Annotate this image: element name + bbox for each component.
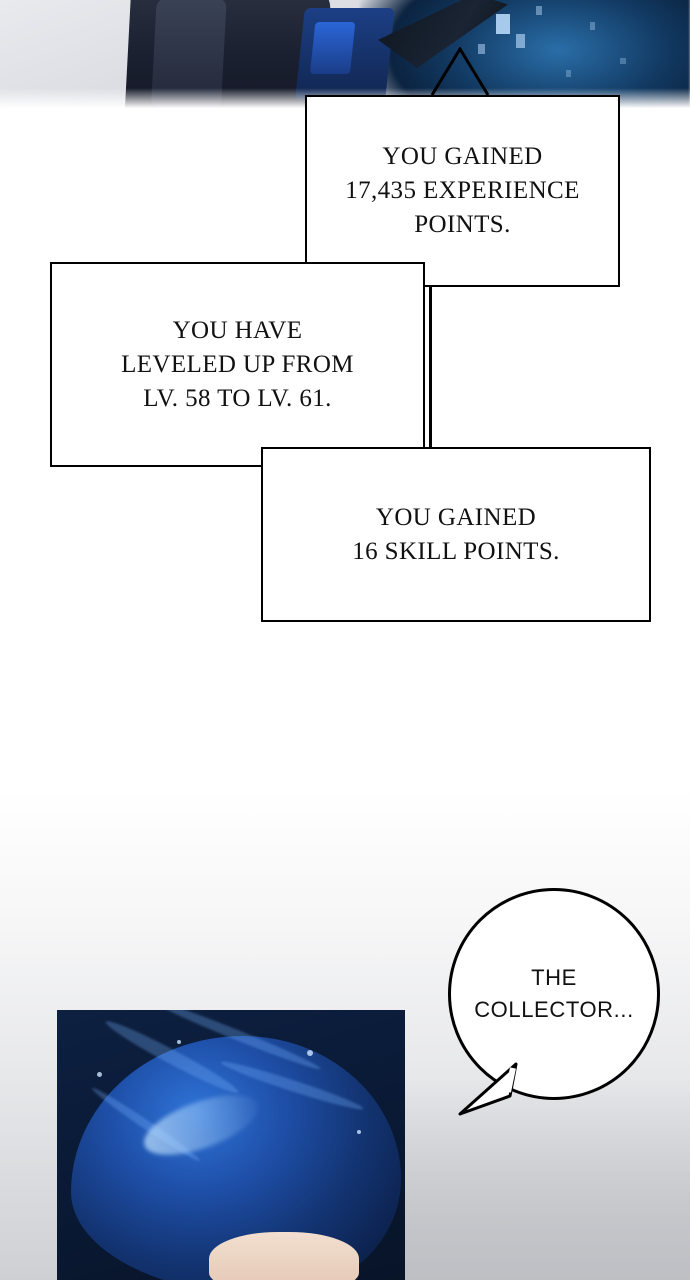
system-message-skill-points-text: YOU GAINED 16 SKILL POINTS. [352, 503, 560, 565]
character-panel [57, 1010, 405, 1280]
top-artwork-panel [0, 0, 690, 110]
box-connector-line [429, 287, 432, 449]
system-message-skill-points: YOU GAINED 16 SKILL POINTS. [261, 447, 651, 622]
speech-bubble-tail [458, 1062, 518, 1116]
character-face [209, 1232, 359, 1280]
exp-box-pointer [430, 47, 490, 96]
system-message-experience-text: YOU GAINED 17,435 EXPERIENCE POINTS. [345, 143, 580, 238]
system-message-experience: YOU GAINED 17,435 EXPERIENCE POINTS. [305, 95, 620, 287]
speech-bubble-collector: THE COLLECTOR... [448, 888, 660, 1100]
system-message-level-up-text: YOU HAVE LEVELED UP FROM LV. 58 TO LV. 6… [121, 316, 354, 412]
lower-background-shade [390, 1080, 690, 1280]
spark-particles [470, 0, 690, 110]
system-message-level-up: YOU HAVE LEVELED UP FROM LV. 58 TO LV. 6… [50, 262, 425, 467]
speech-bubble-text: THE COLLECTOR... [474, 965, 634, 1022]
character-arm [295, 8, 395, 100]
